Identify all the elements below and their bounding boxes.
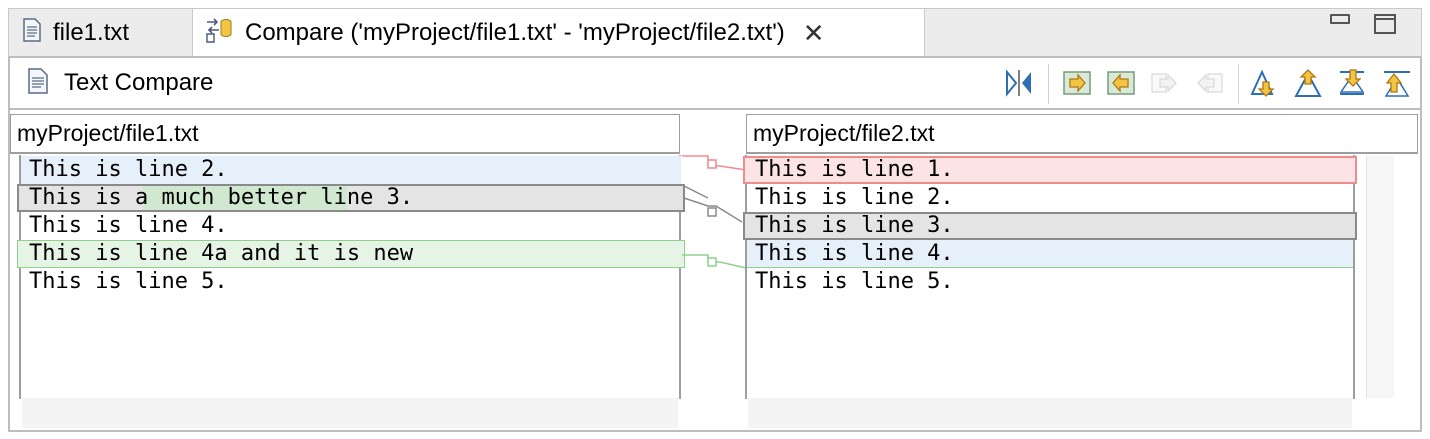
- copy-all-left-to-right-icon[interactable]: [1062, 68, 1092, 98]
- removed-highlight: [743, 156, 1357, 184]
- copy-current-right-to-left-icon[interactable]: [1194, 68, 1224, 98]
- tab-title: file1.txt: [53, 19, 130, 46]
- added-connector-handle: [707, 257, 717, 267]
- minimize-icon[interactable]: [1330, 14, 1350, 24]
- code-line: This is line 2.: [29, 157, 228, 182]
- tab-compare[interactable]: Compare ('myProject/file1.txt' - 'myProj…: [193, 9, 925, 57]
- header-divider: [10, 108, 1420, 110]
- next-change-icon[interactable]: [1338, 68, 1368, 98]
- copy-all-right-to-left-icon[interactable]: [1106, 68, 1136, 98]
- removed-connector-handle: [707, 159, 717, 169]
- code-line: This is a much better line 3.: [29, 185, 414, 210]
- code-line: This is line 5.: [29, 269, 228, 294]
- right-text-pane[interactable]: This is line 1. This is line 2. This is …: [743, 155, 1357, 399]
- previous-difference-icon[interactable]: [1294, 68, 1324, 98]
- code-line: This is line 1.: [755, 157, 954, 182]
- right-file-header: myProject/file2.txt: [746, 114, 1418, 154]
- copy-current-left-to-right-icon[interactable]: [1150, 68, 1180, 98]
- right-file-path: myProject/file2.txt: [753, 120, 935, 146]
- left-horizontal-scrollbar[interactable]: [22, 398, 678, 428]
- text-file-icon: [28, 68, 48, 99]
- changed-connector: [683, 197, 743, 223]
- toolbar-separator: [1238, 64, 1239, 104]
- compare-viewer-title: Text Compare: [64, 69, 214, 96]
- tab-file1[interactable]: file1.txt: [9, 9, 193, 57]
- next-difference-icon[interactable]: [1250, 68, 1280, 98]
- ignore-whitespace-icon[interactable]: [1004, 68, 1034, 98]
- previous-change-icon[interactable]: [1382, 68, 1412, 98]
- left-file-header: myProject/file1.txt: [10, 114, 680, 154]
- changed-connector-handle: [707, 207, 717, 217]
- code-line: This is line 4a and it is new: [29, 241, 414, 266]
- overview-ruler[interactable]: [1366, 156, 1394, 398]
- changed-highlight: [743, 212, 1357, 240]
- left-text-pane[interactable]: This is line 2. This is a much better li…: [17, 155, 685, 399]
- code-line: This is line 4.: [29, 213, 228, 238]
- compare-icon: [205, 16, 233, 51]
- close-icon[interactable]: ✕: [802, 17, 825, 48]
- code-line: This is line 3.: [755, 213, 954, 238]
- code-line: This is line 2.: [755, 185, 954, 210]
- text-file-icon: [23, 17, 41, 49]
- word-change-highlight: [143, 186, 347, 210]
- left-file-path: myProject/file1.txt: [17, 120, 199, 146]
- context-highlight: [747, 240, 1353, 268]
- maximize-icon[interactable]: [1374, 14, 1396, 34]
- toolbar-separator: [1048, 64, 1049, 104]
- added-highlight: [17, 240, 685, 268]
- code-line: This is line 5.: [755, 269, 954, 294]
- context-highlight: [21, 156, 681, 184]
- diff-connector-canvas: [682, 155, 747, 269]
- editor-tab-bar: file1.txt Compare ('myProject/file1.txt'…: [8, 8, 1422, 57]
- changed-highlight: [17, 184, 685, 212]
- changed-connector: [683, 185, 709, 199]
- code-line: This is line 4.: [755, 241, 954, 266]
- tab-title: Compare ('myProject/file1.txt' - 'myProj…: [245, 19, 785, 46]
- right-horizontal-scrollbar[interactable]: [748, 398, 1352, 428]
